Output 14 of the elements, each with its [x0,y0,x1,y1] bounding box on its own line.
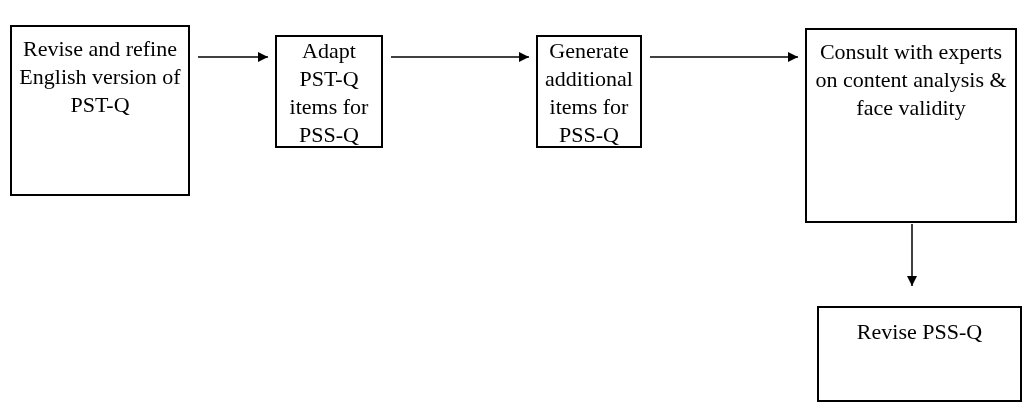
step-text: Revise PSS-Q [856,318,983,346]
process-box [817,306,1022,402]
process-box [10,25,190,196]
step-text: Revise and refine English version of PST-Q [18,35,182,119]
step-text: Generate additional items for PSS-Q [544,37,634,149]
arrow [197,52,269,62]
step-text: Adapt PST-Q items for PSS-Q [288,37,370,149]
process-box [805,28,1017,223]
step-text: Consult with experts on content analysis & face validity [814,38,1008,122]
process-box [536,35,642,148]
arrow [907,223,917,287]
process-box [275,35,383,148]
arrow [390,52,530,62]
arrow [649,52,799,62]
